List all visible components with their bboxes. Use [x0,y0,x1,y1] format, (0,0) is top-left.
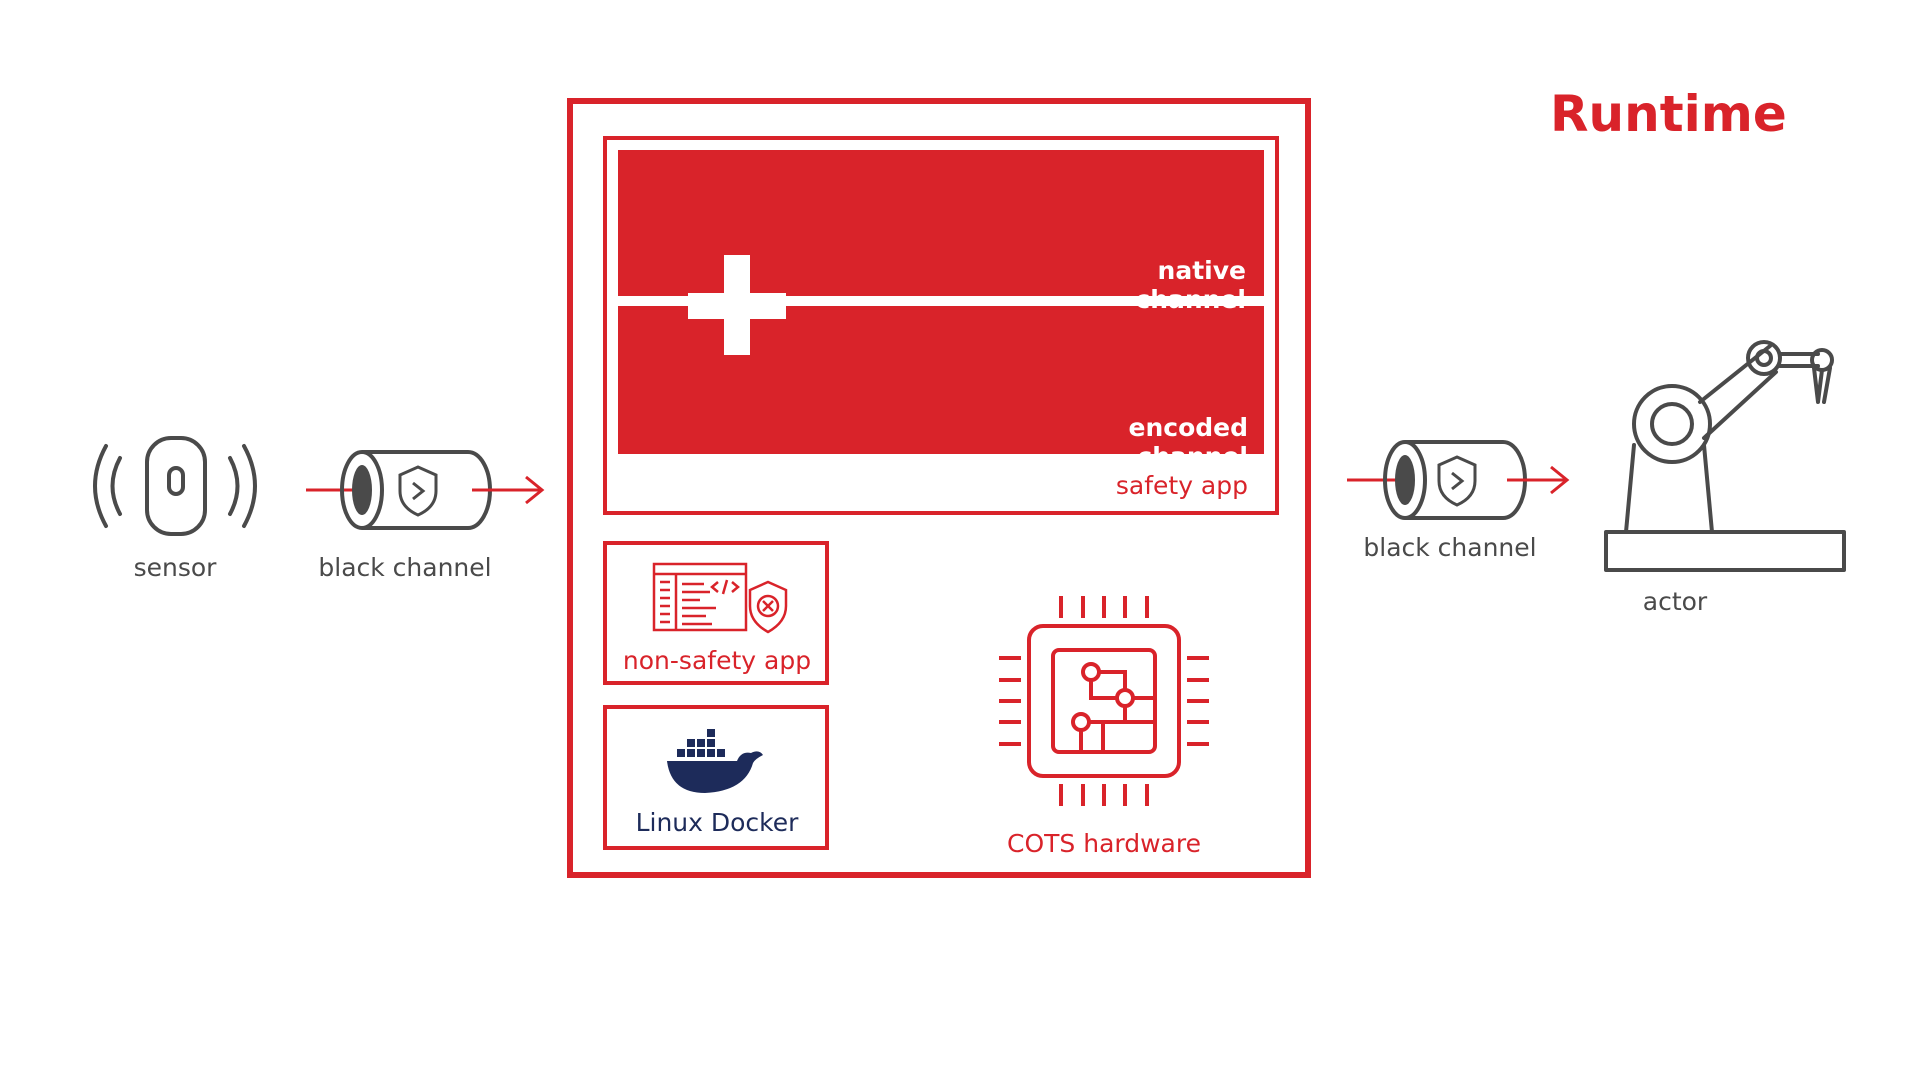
cots-hardware-label: COTS hardware [1007,829,1201,858]
native-channel-label: native channel [1135,256,1246,314]
non-safety-app-label: non-safety app [622,646,812,675]
safety-app-label: safety app [1115,471,1248,500]
diagram-title: Runtime [1550,85,1787,143]
black-channel-out-icon [1345,435,1575,525]
code-window-shield-icon [650,560,790,635]
swiss-cross-icon [688,255,786,355]
robot-arm-icon [1600,330,1850,580]
sensor-icon [90,430,260,540]
docker-whale-icon [665,725,765,795]
safety-app-box [603,136,1279,515]
linux-docker-label: Linux Docker [635,808,799,837]
black-channel-in-label: black channel [318,553,492,582]
black-channel-out-label: black channel [1363,533,1537,562]
cpu-chip-icon [997,594,1211,808]
encoded-channel-label: encoded channel [1128,413,1249,471]
black-channel-in-icon [300,445,550,535]
sensor-label: sensor [133,553,217,582]
actor-label: actor [1642,587,1708,616]
runtime-frame [567,98,1311,878]
